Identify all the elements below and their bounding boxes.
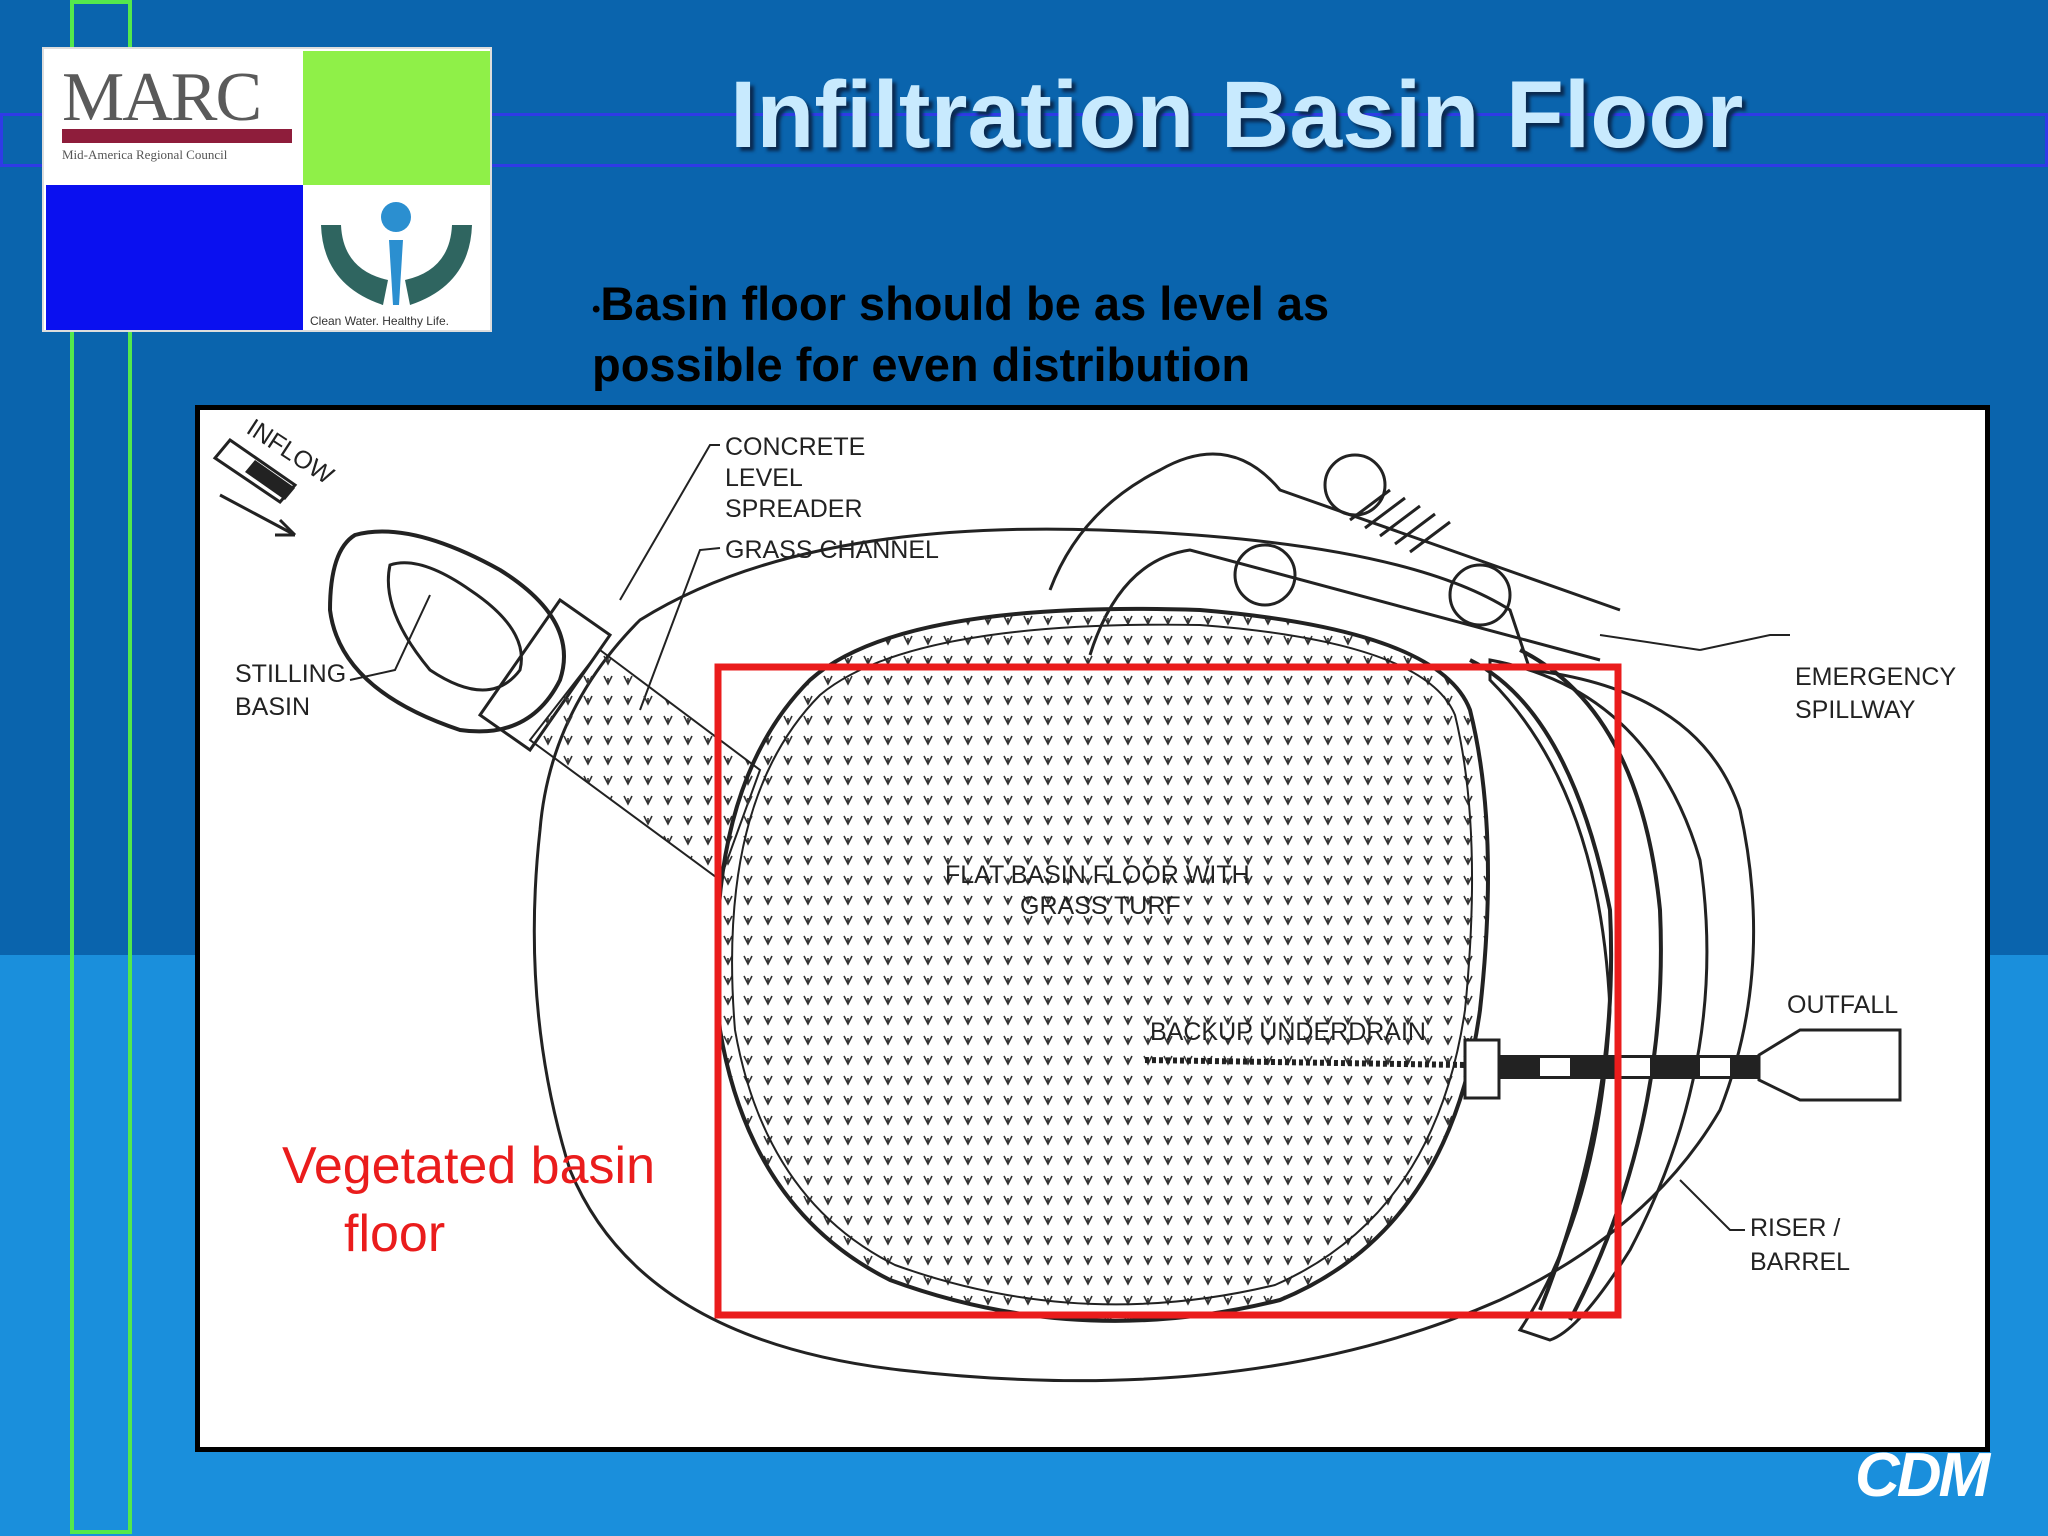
embankment-toe xyxy=(1519,648,1663,1321)
embankment-inner xyxy=(1469,658,1614,1311)
label-outfall: OUTFALL xyxy=(1787,991,1898,1019)
logo-quadrant-green xyxy=(303,51,490,185)
label-floor-2: GRASS TURF xyxy=(1020,892,1181,920)
bullet-dot: • xyxy=(592,296,601,323)
label-spillway: SPILLWAY xyxy=(1795,696,1916,724)
backup-underdrain xyxy=(1144,1057,1466,1068)
label-spreader: SPREADER xyxy=(725,495,863,523)
stilling-basin-arrow xyxy=(349,594,431,681)
spreader-leader xyxy=(619,444,720,601)
level-spreader xyxy=(477,597,613,753)
logo-tagline: Clean Water. Healthy Life. xyxy=(310,314,449,328)
label-concrete: CONCRETE xyxy=(725,433,865,461)
label-grass-channel: GRASS CHANNEL xyxy=(725,536,939,564)
emergency-leader xyxy=(1699,634,1790,651)
label-floor-1: FLAT BASIN FLOOR WITH xyxy=(945,861,1250,889)
title-band xyxy=(0,113,2048,167)
stilling-basin-outline xyxy=(327,529,566,734)
callout-line-1: Vegetated basin xyxy=(282,1137,655,1195)
tree-icon xyxy=(1323,453,1387,517)
logo-subtitle: Mid-America Regional Council xyxy=(62,147,228,162)
label-stilling: STILLING xyxy=(235,660,346,688)
highlight-box xyxy=(714,663,1622,1319)
logo-quadrant-white: MARC Mid-America Regional Council xyxy=(46,51,303,185)
inflow-arrow xyxy=(219,493,297,537)
cdm-logo: CDM xyxy=(1855,1441,1990,1510)
barrel-joint xyxy=(1700,1058,1730,1076)
logo-quadrant-emblem xyxy=(303,185,490,330)
grass-channel-leader xyxy=(639,547,721,711)
barrel-joint xyxy=(1540,1058,1570,1076)
bullet-text: •Basin floor should be as level as possi… xyxy=(592,273,1492,395)
basin-floor-inner xyxy=(731,623,1474,1306)
label-riser: RISER / xyxy=(1750,1214,1840,1242)
outfall-apron xyxy=(1757,1028,1902,1102)
accent-vertical-bar xyxy=(70,0,132,1534)
spillway-arrow xyxy=(1599,634,1701,651)
embankment-outer xyxy=(1488,658,1709,1342)
riser-structure xyxy=(1463,1038,1501,1100)
logo-quadrant-blue xyxy=(46,185,303,330)
clean-water-emblem-icon xyxy=(321,202,472,305)
basin-plan-drawing: INFLOW CONCRETE LEVEL SPREADER GRASS CHA… xyxy=(212,414,1956,1383)
riser-leader xyxy=(1679,1179,1745,1231)
label-underdrain: BACKUP UNDERDRAIN xyxy=(1150,1018,1426,1046)
inflow-pipe-band xyxy=(245,460,295,500)
label-barrel: BARREL xyxy=(1750,1248,1850,1276)
label-level: LEVEL xyxy=(725,464,803,492)
marc-logo: MARC Mid-America Regional Council Clean … xyxy=(42,47,492,332)
infiltration-basin-diagram: INFLOW CONCRETE LEVEL SPREADER GRASS CHA… xyxy=(195,405,1990,1452)
tree-icon xyxy=(1233,543,1297,607)
tree-icon xyxy=(1448,563,1512,627)
barrel-joint xyxy=(1620,1058,1650,1076)
basin-floor-outline xyxy=(714,606,1490,1323)
callout-vegetated-floor: Vegetated basin floor xyxy=(282,1132,655,1268)
bullet-content: Basin floor should be as level as possib… xyxy=(592,277,1330,391)
logo-name: MARC xyxy=(62,59,262,136)
logo-bar xyxy=(62,129,292,143)
label-emergency: EMERGENCY xyxy=(1795,663,1956,691)
label-basin: BASIN xyxy=(235,693,310,721)
callout-line-2: floor xyxy=(344,1205,446,1263)
stilling-basin-inner xyxy=(386,561,523,692)
spillway-hatch xyxy=(1349,488,1451,554)
slide-title: Infiltration Basin Floor xyxy=(730,62,1744,168)
